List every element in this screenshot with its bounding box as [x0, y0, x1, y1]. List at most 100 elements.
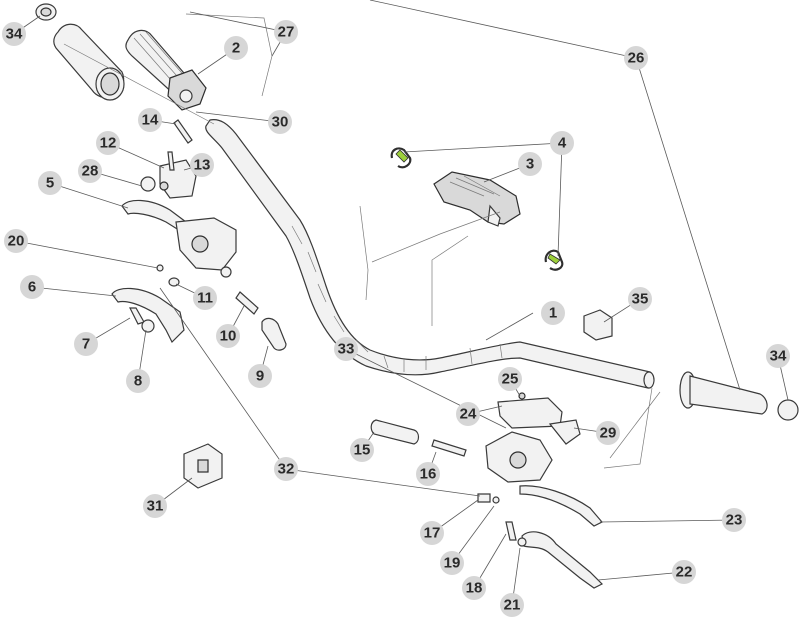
svg-text:25: 25	[502, 371, 519, 388]
screw-25	[518, 392, 526, 400]
piston-10	[235, 291, 259, 315]
callout-27: 27	[274, 20, 298, 44]
callout-14: 14	[138, 108, 162, 132]
left-throttle-grip	[125, 29, 207, 111]
svg-text:28: 28	[82, 163, 99, 180]
svg-text:29: 29	[600, 425, 617, 442]
right-grip-body	[689, 375, 768, 415]
washer-19	[492, 496, 500, 504]
svg-text:4: 4	[558, 135, 567, 152]
svg-text:19: 19	[444, 555, 461, 572]
left-grip-rubber	[53, 23, 125, 101]
switch-35	[583, 309, 613, 341]
clutch-lever-assembly	[121, 199, 237, 278]
cable-clip-lower	[544, 249, 564, 271]
push-rod-16	[431, 439, 467, 457]
bracket-29	[548, 419, 581, 445]
handlebar-tube	[205, 119, 651, 389]
callout-12: 12	[96, 131, 120, 155]
svg-text:8: 8	[134, 373, 142, 390]
callout-8: 8	[126, 369, 150, 393]
svg-text:16: 16	[420, 466, 437, 483]
lever-6-assembly	[111, 287, 185, 344]
cable-clip-upper	[390, 147, 412, 169]
callout-10: 10	[216, 324, 240, 348]
master-cylinder-bore	[509, 451, 527, 469]
svg-text:5: 5	[46, 175, 54, 192]
callout-31: 31	[143, 494, 167, 518]
brake-lever-22	[521, 531, 604, 589]
handlebar-contours	[291, 225, 503, 372]
svg-text:2: 2	[232, 40, 240, 57]
leader-lines	[13, 0, 789, 606]
svg-text:30: 30	[272, 114, 289, 131]
clamp-ridges	[449, 175, 501, 197]
center-clamp	[433, 171, 521, 227]
callout-19: 19	[440, 551, 464, 575]
callout-34-left: 34	[2, 22, 26, 46]
right-grip	[679, 371, 799, 421]
svg-text:35: 35	[632, 291, 649, 308]
callout-30: 30	[268, 110, 292, 134]
callout-20: 20	[4, 229, 28, 253]
callout-18: 18	[462, 576, 486, 600]
callout-22: 22	[672, 560, 696, 584]
switch-screw	[167, 151, 175, 171]
callout-13: 13	[190, 153, 214, 177]
svg-text:7: 7	[82, 336, 90, 353]
nut-8	[141, 319, 155, 333]
callout-32: 32	[274, 457, 298, 481]
callout-7: 7	[74, 332, 98, 356]
svg-text:33: 33	[338, 341, 355, 358]
bolt-18	[505, 521, 517, 541]
svg-text:32: 32	[278, 461, 295, 478]
svg-text:14: 14	[142, 112, 159, 129]
callout-21: 21	[500, 593, 524, 617]
svg-text:15: 15	[354, 442, 371, 459]
brake-lever-23	[519, 485, 603, 527]
svg-text:34: 34	[6, 26, 23, 43]
handlebar	[205, 119, 655, 389]
bolt-17	[477, 493, 491, 503]
clamp-foot	[487, 204, 501, 227]
svg-text:26: 26	[628, 50, 645, 67]
clutch-body-bolt	[220, 266, 232, 278]
svg-text:27: 27	[278, 24, 295, 41]
boot-9	[261, 317, 287, 351]
callout-9: 9	[248, 364, 272, 388]
bolt-7	[129, 307, 145, 325]
callout-34-right: 34	[766, 344, 790, 368]
callout-17: 17	[420, 521, 444, 545]
svg-text:20: 20	[8, 233, 25, 250]
callout-35: 35	[628, 287, 652, 311]
lever-6	[111, 287, 185, 344]
callout-16: 16	[416, 462, 440, 486]
bar-end-cap-left-inner	[40, 7, 52, 17]
callout-6: 6	[20, 275, 44, 299]
clutch-body-bore	[191, 235, 209, 253]
callout-4: 4	[550, 131, 574, 155]
svg-text:21: 21	[504, 597, 521, 614]
switch-assembly	[140, 151, 197, 199]
svg-text:34: 34	[770, 348, 787, 365]
callout-11: 11	[193, 286, 217, 310]
callout-24: 24	[456, 402, 480, 426]
callout-2: 2	[224, 36, 248, 60]
callout-25: 25	[498, 367, 522, 391]
svg-text:3: 3	[526, 156, 534, 173]
bar-end-cap-right	[777, 399, 799, 421]
svg-text:22: 22	[676, 564, 693, 581]
nut-21	[517, 537, 527, 547]
svg-text:18: 18	[466, 580, 483, 597]
svg-text:24: 24	[460, 406, 477, 423]
callout-28: 28	[78, 159, 102, 183]
callout-15: 15	[350, 438, 374, 462]
callout-29: 29	[596, 421, 620, 445]
switch-nut	[140, 176, 156, 192]
callout-23: 23	[722, 508, 746, 532]
svg-text:23: 23	[726, 512, 743, 529]
svg-text:17: 17	[424, 525, 441, 542]
pin	[173, 119, 193, 144]
svg-text:6: 6	[28, 279, 36, 296]
svg-text:10: 10	[220, 328, 237, 345]
